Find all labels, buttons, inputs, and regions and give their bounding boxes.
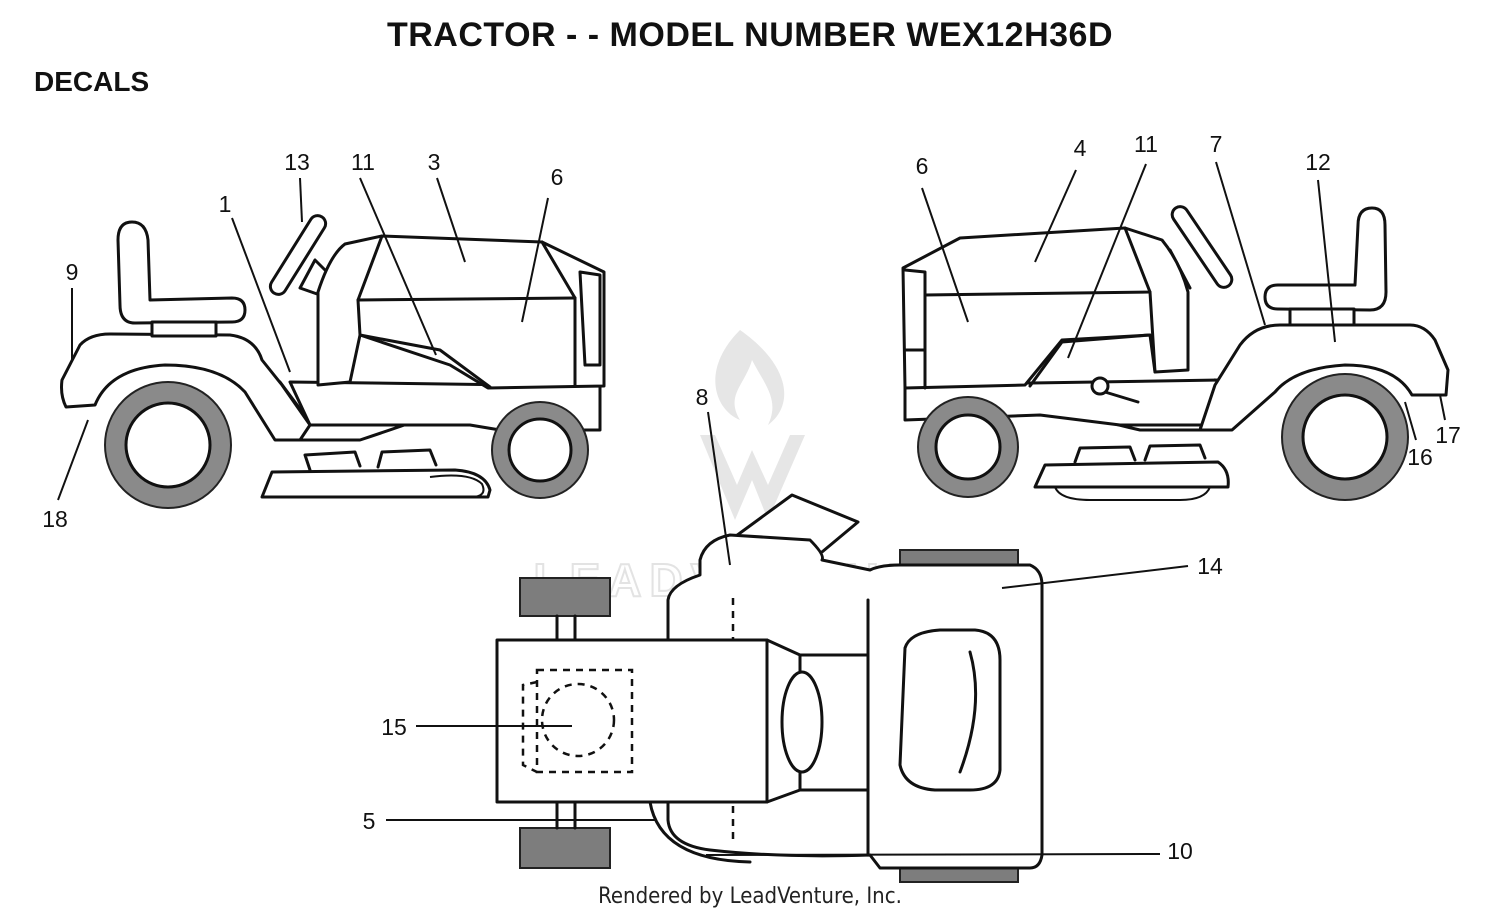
callout-10-top: 10: [1167, 838, 1193, 864]
callout-11-left: 11: [351, 149, 375, 175]
page-title: TRACTOR - - MODEL NUMBER WEX12H36D: [386, 16, 1114, 54]
tractor-top-view: 8 14 15 5 10: [363, 384, 1223, 883]
callout-4-right: 4: [1074, 135, 1087, 161]
tractor-left-side-view: 13 11 3 6 1 9 18: [42, 149, 606, 532]
callout-14-top: 14: [1197, 553, 1223, 579]
callout-5-top: 5: [363, 808, 376, 834]
section-heading: DECALS: [34, 66, 150, 97]
callout-9-left: 9: [66, 259, 79, 285]
callout-13-left: 13: [284, 149, 310, 175]
callout-18-left: 18: [42, 506, 68, 532]
tractor-right-side-view: 6 4 11 7 12 17 16: [901, 131, 1461, 501]
callout-6-right: 6: [916, 153, 929, 179]
callout-6-left: 6: [551, 164, 564, 190]
callout-17-right: 17: [1435, 422, 1461, 448]
callout-1-left: 1: [219, 191, 232, 217]
callout-8-top: 8: [696, 384, 709, 410]
callout-16-right: 16: [1407, 444, 1433, 470]
callout-7-right: 7: [1210, 131, 1223, 157]
callout-11-right: 11: [1134, 131, 1158, 157]
footer-credit: Rendered by LeadVenture, Inc.: [598, 884, 902, 909]
callout-15-top: 15: [381, 714, 407, 740]
callout-3-left: 3: [428, 149, 441, 175]
callout-12-right: 12: [1305, 149, 1331, 175]
